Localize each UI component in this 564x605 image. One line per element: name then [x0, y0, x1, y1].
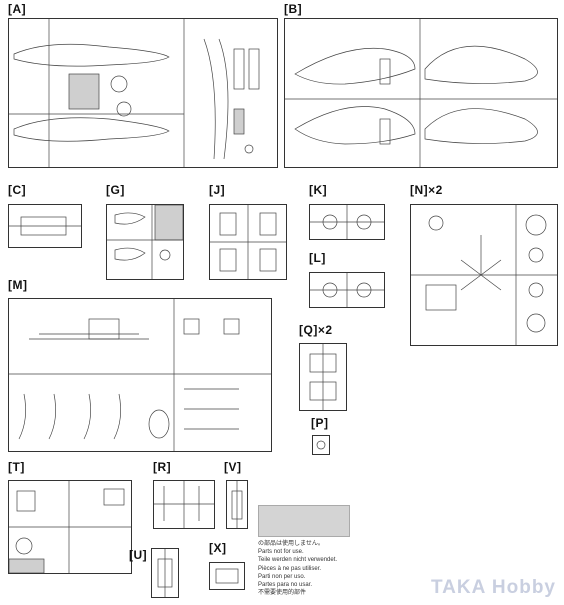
sprue-t-parts-diagram	[9, 481, 131, 573]
sprue-a-parts-diagram	[9, 19, 260, 167]
sprue-label-a: [A]	[8, 2, 27, 16]
sprue-m-parts-diagram	[9, 299, 271, 451]
sprue-m	[8, 298, 272, 452]
notice-line-de: Teile werden nicht verwendet.	[258, 557, 338, 564]
sprue-label-p: [P]	[311, 416, 329, 430]
not-for-use-swatch	[258, 505, 350, 537]
notice-line-zh: 不需要使用的部件	[258, 590, 307, 597]
sprue-label-c: [C]	[8, 183, 27, 197]
sprue-l	[309, 272, 385, 308]
sprue-k-parts-diagram	[310, 205, 384, 239]
sprue-label-b: [B]	[284, 2, 303, 16]
sprue-n	[410, 204, 558, 346]
notice-line-it: Parti non per uso.	[258, 573, 306, 580]
sprue-label-g: [G]	[106, 183, 125, 197]
sprue-c-parts-diagram	[9, 216, 81, 236]
sprue-label-m: [M]	[8, 278, 28, 292]
sprue-v-parts-diagram	[231, 481, 243, 528]
sprue-r-parts-diagram	[154, 481, 214, 528]
sprue-x	[209, 562, 245, 590]
sprue-b-parts-diagram	[285, 19, 557, 167]
sprue-a	[8, 18, 278, 168]
sprue-j-parts-diagram	[210, 205, 286, 279]
sprue-c	[8, 204, 82, 248]
sprue-l-parts-diagram	[310, 273, 384, 307]
notice-line-en: Parts not for use.	[258, 549, 304, 556]
notice-line-ja: の部品は使用しません。	[258, 541, 324, 547]
sprue-b	[284, 18, 558, 168]
sprue-label-n: [N]×2	[410, 183, 443, 197]
sprue-t	[8, 480, 132, 574]
sprue-label-u: [U]	[129, 548, 148, 562]
sprue-u	[151, 548, 179, 598]
sprue-r	[153, 480, 215, 529]
sprue-u-parts-diagram	[157, 549, 173, 597]
sprue-label-j: [J]	[209, 183, 226, 197]
sprue-g	[106, 204, 184, 280]
sprue-label-t: [T]	[8, 460, 25, 474]
sprue-label-r: [R]	[153, 460, 172, 474]
notice-line-fr: Pièces à ne pas utiliser.	[258, 565, 322, 572]
sprue-g-parts-diagram	[107, 205, 183, 279]
sprue-q	[299, 343, 347, 411]
parts-not-for-use-notice: の部品は使用しません。 Parts not for use. Teile wer…	[258, 540, 368, 597]
sprue-p-parts-diagram	[316, 440, 326, 450]
sprue-label-q: [Q]×2	[299, 323, 333, 337]
sprue-v	[226, 480, 248, 529]
sprue-label-v: [V]	[224, 460, 242, 474]
sprue-n-parts-diagram	[411, 205, 557, 345]
watermark: TAKA Hobby	[430, 577, 556, 598]
sprue-q-parts-diagram	[309, 344, 337, 410]
sprue-label-k: [K]	[309, 183, 328, 197]
notice-line-es: Partes para no usar.	[258, 582, 313, 589]
sprue-label-x: [X]	[209, 541, 227, 555]
sprue-x-parts-diagram	[215, 568, 239, 584]
sprue-label-l: [L]	[309, 251, 326, 265]
sprue-j	[209, 204, 287, 280]
sprue-p	[312, 435, 330, 455]
sprue-k	[309, 204, 385, 240]
